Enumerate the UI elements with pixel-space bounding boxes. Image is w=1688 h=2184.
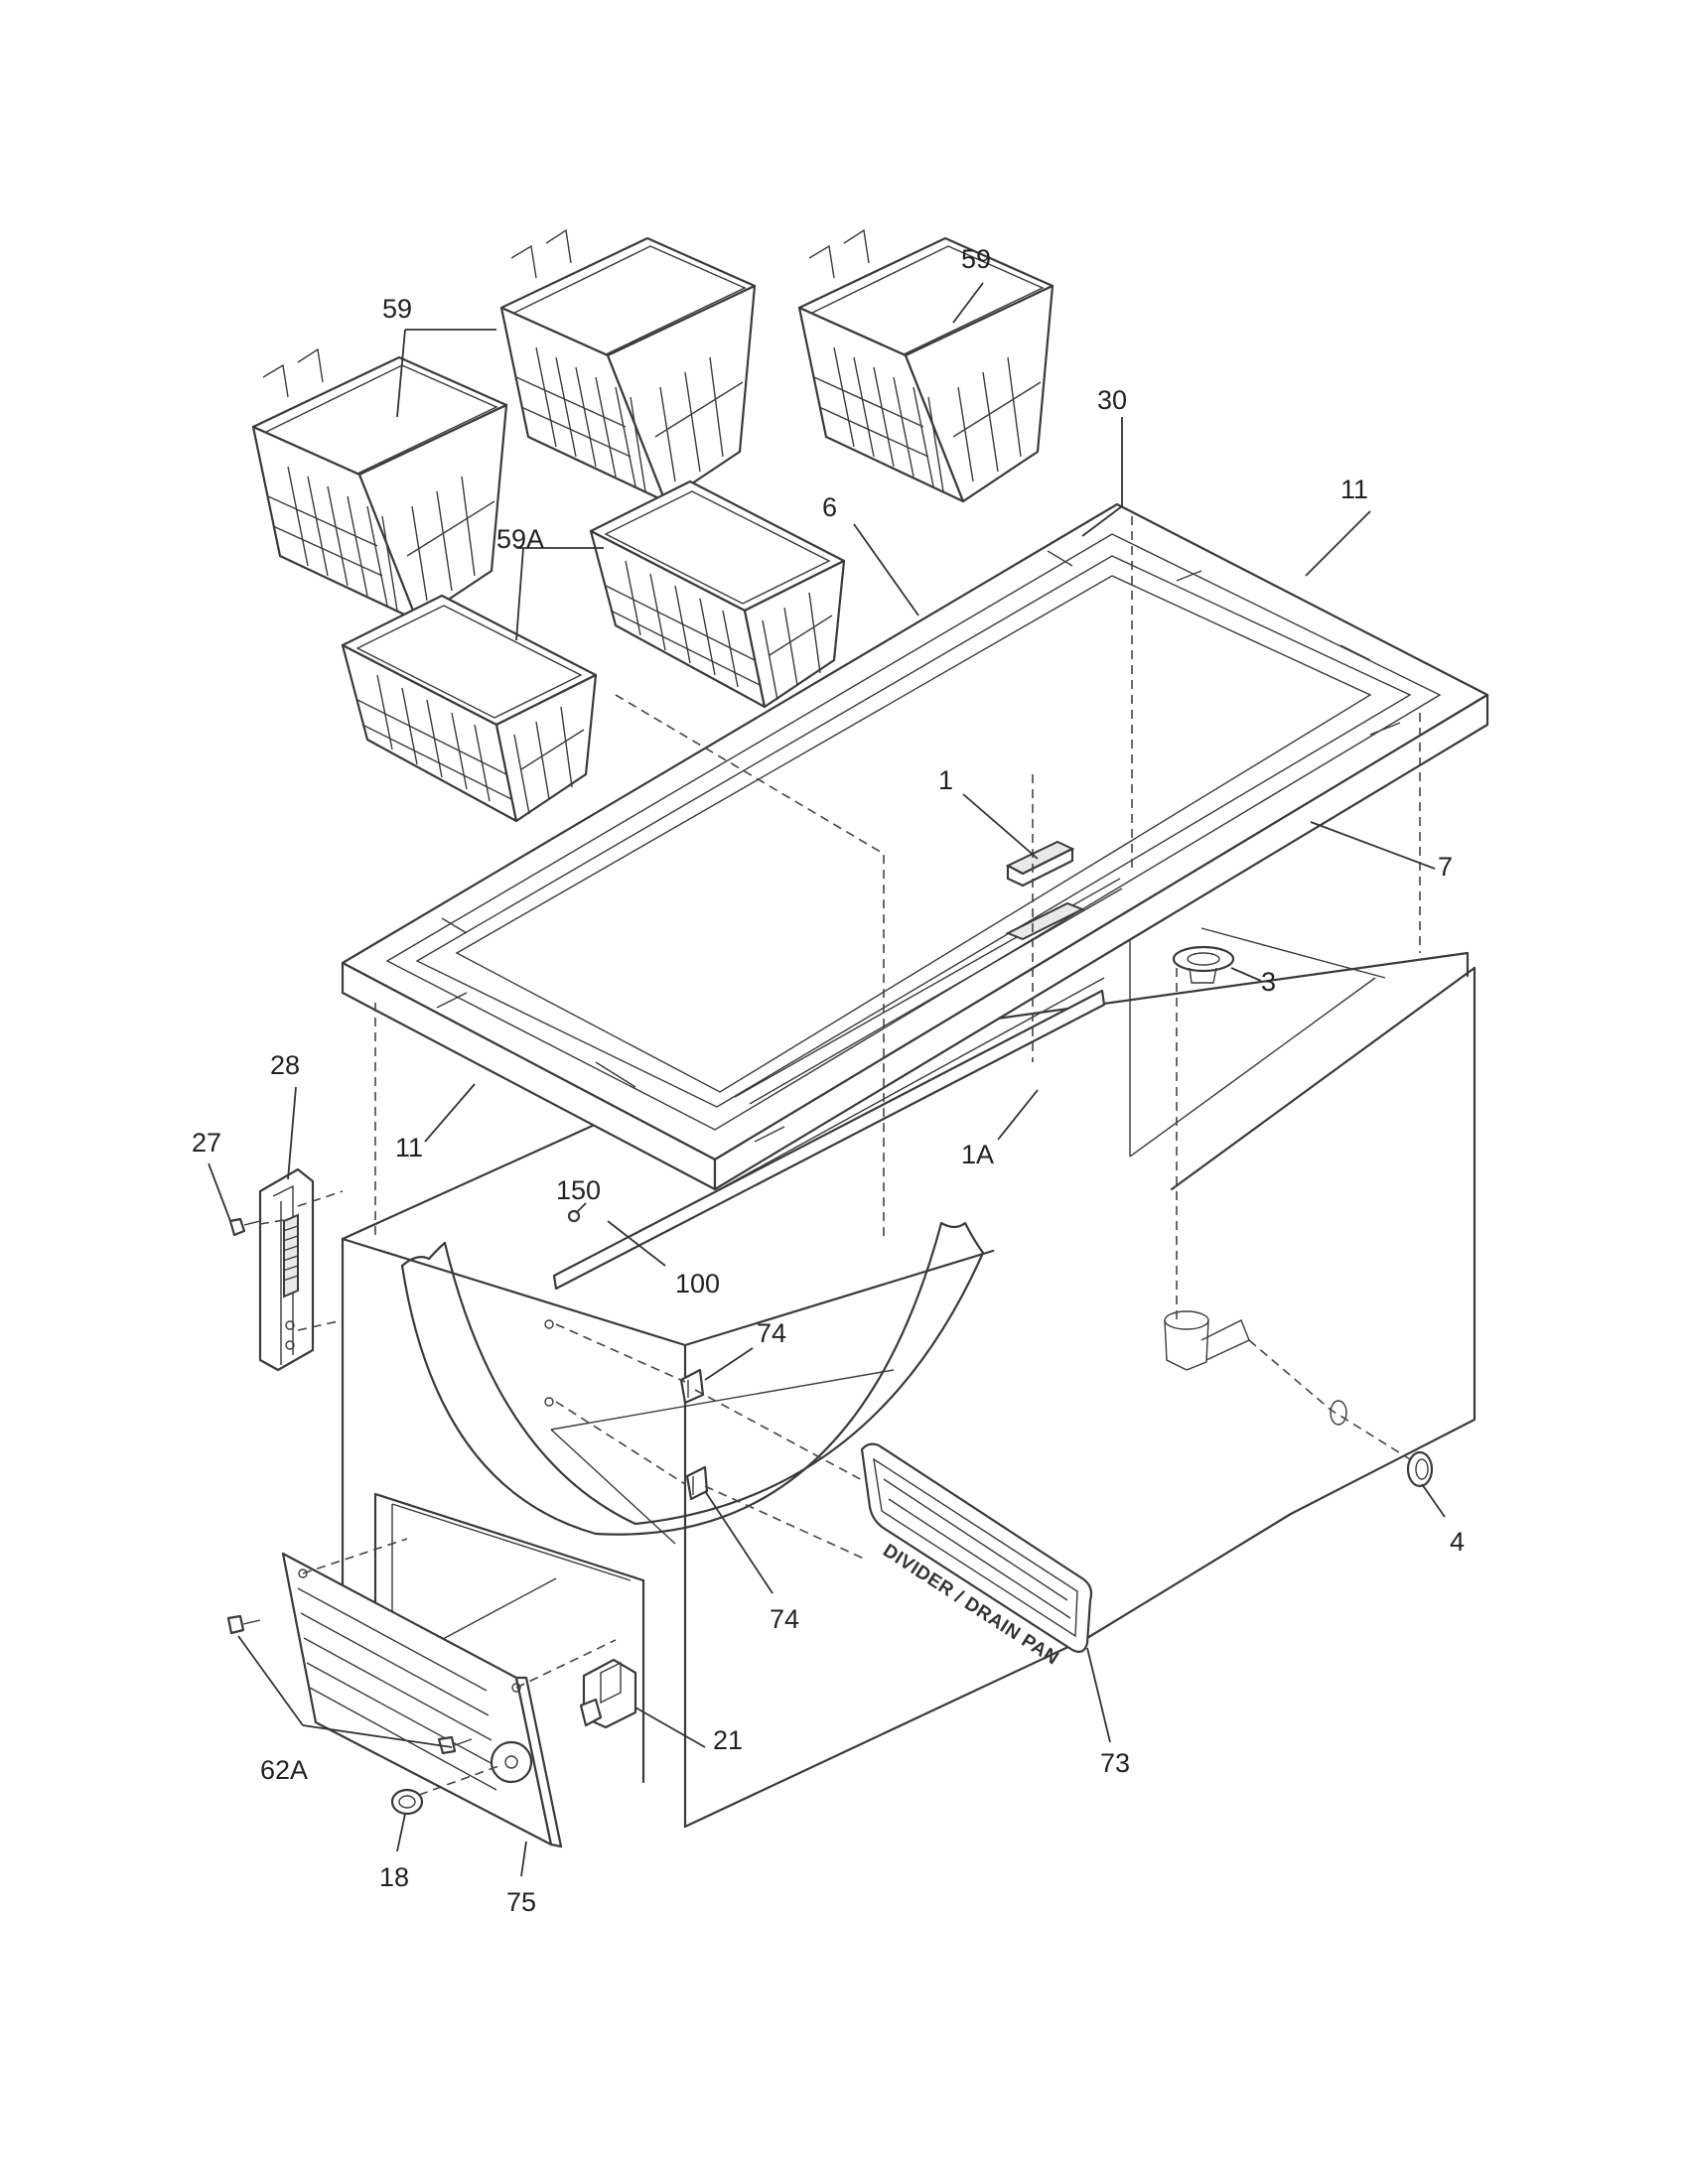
callout-100: 100 [675, 1269, 720, 1298]
nut-150 [567, 1209, 581, 1223]
callout-74: 74 [770, 1604, 799, 1634]
callout-27: 27 [192, 1128, 221, 1158]
drain-tube [1164, 1310, 1250, 1371]
basket-middle-right [589, 479, 846, 709]
callout-7: 7 [1438, 852, 1453, 882]
callout-74: 74 [757, 1318, 786, 1348]
grille [281, 1552, 563, 1848]
lid-handle [1005, 840, 1075, 887]
screw-62A-left [226, 1614, 261, 1635]
lid [341, 502, 1489, 1191]
callout-59A: 59A [496, 524, 544, 554]
thermostat-control-21 [579, 1658, 637, 1729]
screw-62A-right [437, 1735, 473, 1755]
callout-75: 75 [506, 1887, 536, 1917]
guide-lines [259, 516, 1421, 1796]
basket-top-right [797, 228, 1055, 503]
callout-21: 21 [713, 1725, 743, 1755]
callout-150: 150 [556, 1175, 601, 1205]
callout-18: 18 [379, 1862, 409, 1892]
clip-74-lower [685, 1465, 709, 1501]
hole [544, 1397, 554, 1407]
leader-lines [208, 282, 1446, 1877]
callout-30: 30 [1097, 385, 1127, 415]
callout-59: 59 [382, 294, 412, 324]
callout-1: 1 [938, 765, 953, 795]
hinge-bar [552, 977, 1106, 1291]
knob-18 [390, 1788, 424, 1816]
drain-hole [1330, 1400, 1347, 1426]
basket-top-left [251, 347, 508, 622]
drain-cap-3 [1172, 945, 1235, 984]
callout-62A: 62A [260, 1755, 308, 1785]
callout-3: 3 [1261, 967, 1276, 997]
callout-59: 59 [961, 244, 991, 274]
callout-28: 28 [270, 1050, 300, 1080]
hole [544, 1319, 554, 1329]
hinge [258, 1167, 315, 1372]
basket-middle-left [341, 594, 598, 823]
screw-27 [228, 1217, 261, 1237]
callout-labels: 59 59 59A 30 11 11 6 1 7 3 1A 28 27 150 … [192, 244, 1465, 1917]
divider-drain-pan: DIVIDER / DRAIN PAN [860, 1442, 1093, 1670]
callout-73: 73 [1100, 1748, 1130, 1778]
clip-74-upper [679, 1368, 705, 1405]
callout-11: 11 [1340, 475, 1368, 504]
basket-top-center [499, 228, 757, 503]
drain-plug-4 [1406, 1450, 1434, 1488]
callout-11: 11 [395, 1133, 423, 1162]
callout-6: 6 [822, 492, 837, 522]
callout-4: 4 [1450, 1527, 1465, 1557]
callout-1A: 1A [961, 1140, 994, 1169]
